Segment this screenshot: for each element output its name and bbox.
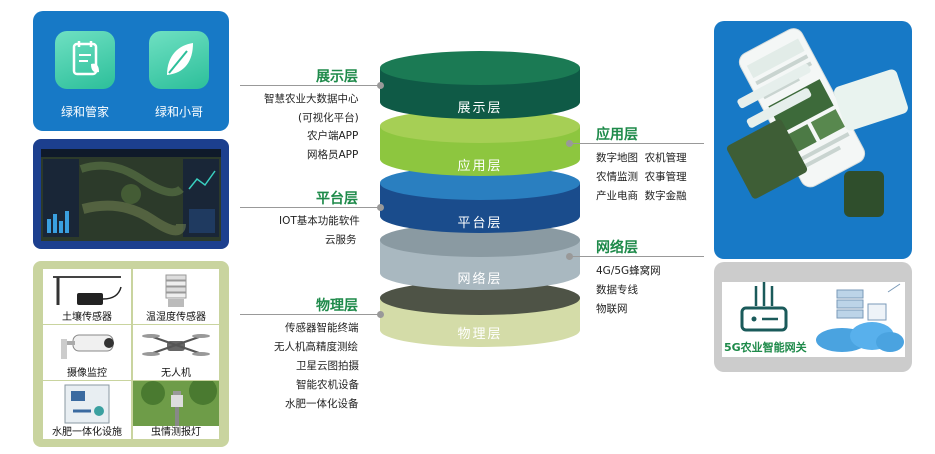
connector-dot <box>377 311 384 318</box>
dashboard-screenshot <box>41 149 221 241</box>
connector-line <box>240 85 380 86</box>
gateway-illustration <box>740 282 904 352</box>
device-soil-sensor: 土壤传感器 <box>43 269 131 324</box>
layer-label-display: 展示层 <box>457 101 503 116</box>
annotation-heading-display: 展示层 <box>316 69 358 85</box>
device-drone: 无人机 <box>133 325 219 380</box>
annotation-heading-network: 网络层 <box>596 240 638 256</box>
annotation-item: 农户端APP <box>307 130 359 142</box>
gateway-label: 5G农业智能网关 <box>724 341 807 354</box>
app-label-manager: 绿和管家 <box>60 105 109 119</box>
dashboard-panel <box>33 139 229 249</box>
layer-label-application: 应用层 <box>457 159 503 174</box>
layer-label-network: 网络层 <box>457 272 503 287</box>
device-fertigation: 水肥一体化设施 <box>43 381 131 439</box>
annotation-item: 传感器智能终端 <box>285 322 359 334</box>
annotation-item: 卫星云图拍摄 <box>296 360 359 372</box>
annotation-item: 云服务 <box>325 234 357 246</box>
device-label: 温湿度传感器 <box>133 311 219 324</box>
notebook-icon <box>72 41 99 76</box>
layer-label-physical: 物理层 <box>457 327 503 342</box>
annotation-item: (可视化平台) <box>298 112 359 124</box>
layer-display-top <box>380 51 580 85</box>
annotation-item: 数字地图 农机管理 <box>596 152 687 164</box>
mobile-app-panel <box>714 21 912 259</box>
leaf-icon <box>167 43 193 75</box>
app-icon-manager[interactable] <box>55 31 115 89</box>
drone-icon <box>142 334 210 356</box>
annotation-item: 数据专线 <box>596 284 638 296</box>
gateway-panel: 5G农业智能网关 <box>714 262 912 372</box>
device-label: 虫情测报灯 <box>133 426 219 439</box>
annotation-heading-platform: 平台层 <box>316 191 358 207</box>
insect-lamp-icon <box>133 377 219 426</box>
layer-stack <box>380 51 580 347</box>
device-label: 土壤传感器 <box>43 311 131 324</box>
device-camera: 摄像监控 <box>43 325 131 380</box>
annotation-item: IOT基本功能软件 <box>279 215 360 227</box>
annotation-item: 网格员APP <box>307 149 359 161</box>
device-temp-humidity-sensor: 温湿度传感器 <box>133 269 219 324</box>
connector-line <box>240 207 380 208</box>
phone-mockup-image <box>726 28 908 217</box>
annotation-heading-physical: 物理层 <box>316 298 358 314</box>
annotation-item: 物联网 <box>596 303 628 315</box>
fertigation-machine-icon <box>64 384 110 424</box>
annotation-item: 产业电商 数字金融 <box>596 190 687 202</box>
layer-application-top <box>380 109 580 143</box>
camera-icon <box>61 334 114 359</box>
annotation-item: 农情监测 农事管理 <box>596 171 687 183</box>
device-label: 水肥一体化设施 <box>43 426 131 439</box>
layer-network-top <box>380 223 580 257</box>
connector-dot <box>377 82 384 89</box>
connector-line <box>240 314 380 315</box>
annotation-item: 4G/5G蜂窝网 <box>596 265 661 277</box>
annotation-item: 水肥一体化设备 <box>285 398 359 410</box>
annotation-heading-application: 应用层 <box>596 127 638 143</box>
layer-physical-top <box>380 281 580 315</box>
soil-sensor-icon <box>53 276 122 305</box>
annotation-item: 无人机高精度测绘 <box>274 341 358 353</box>
annotation-item: 智能农机设备 <box>296 379 359 391</box>
gateway-card: 5G农业智能网关 <box>722 282 905 357</box>
layer-label-platform: 平台层 <box>457 216 503 231</box>
apps-panel: 绿和管家 绿和小哥 <box>33 11 229 131</box>
app-icon-helper[interactable] <box>149 31 209 89</box>
connector-dot <box>377 204 384 211</box>
app-label-helper: 绿和小哥 <box>154 105 203 119</box>
device-label: 摄像监控 <box>43 367 131 380</box>
devices-panel: 土壤传感器 温湿度传感器 摄像监控 无人机 <box>33 261 229 447</box>
layer-platform-top <box>380 166 580 200</box>
connector-dot <box>566 253 573 260</box>
map-dashboard-image <box>41 149 221 241</box>
connector-line <box>568 256 704 257</box>
weather-shield-icon <box>165 274 187 307</box>
annotation-item: 智慧农业大数据中心 <box>264 93 359 105</box>
connector-line <box>568 143 704 144</box>
device-label: 无人机 <box>133 367 219 380</box>
device-insect-lamp: 虫情测报灯 <box>133 377 219 439</box>
connector-dot <box>566 140 573 147</box>
